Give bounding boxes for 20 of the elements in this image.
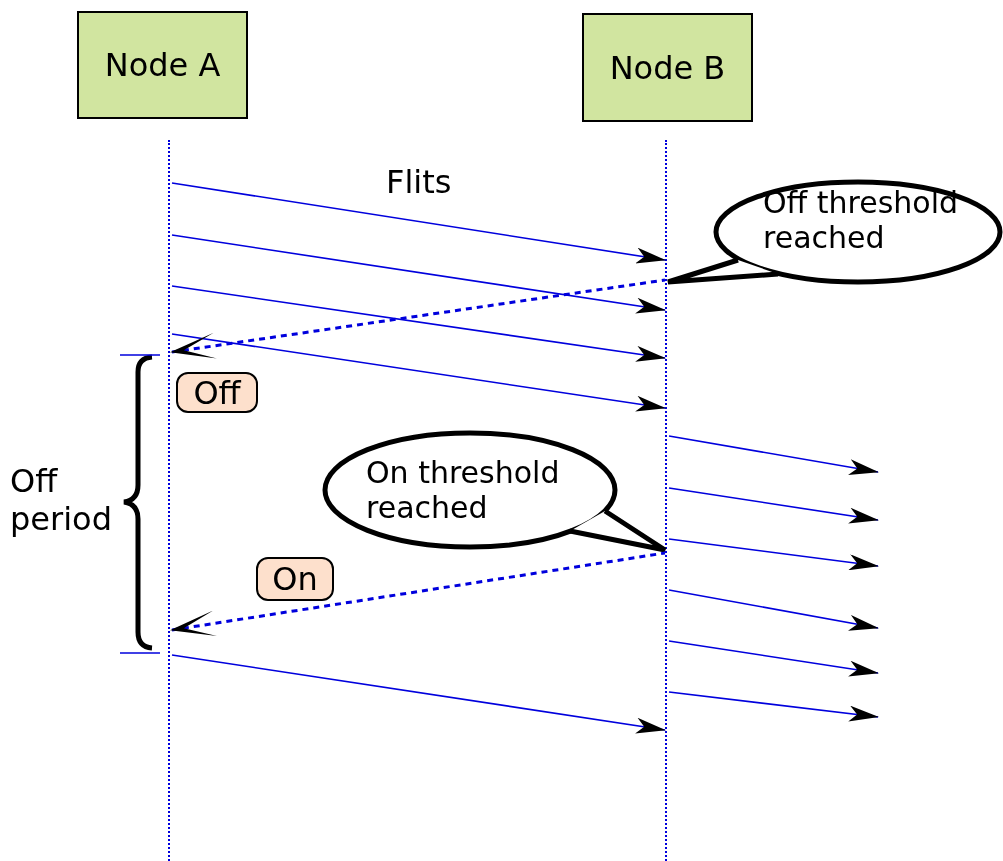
arrow <box>668 487 879 524</box>
callout-text: On threshold reached <box>366 455 561 526</box>
flow-label: Flits <box>386 163 453 202</box>
arrow <box>171 333 666 412</box>
node-box: Node B <box>582 13 753 122</box>
arrow <box>668 435 879 475</box>
arrow <box>668 640 879 677</box>
arrow <box>171 234 666 314</box>
arrow <box>668 538 879 571</box>
dashed-arrow <box>170 551 666 637</box>
state-tag: On <box>256 557 334 601</box>
arrow <box>171 182 666 264</box>
arrow <box>171 654 666 734</box>
arrow <box>668 589 879 631</box>
state-tag: Off <box>176 372 258 413</box>
arrow <box>668 691 879 722</box>
lifeline <box>665 140 669 861</box>
period-label: Off period <box>10 462 113 539</box>
lifeline <box>168 140 172 861</box>
node-box: Node A <box>77 11 248 119</box>
